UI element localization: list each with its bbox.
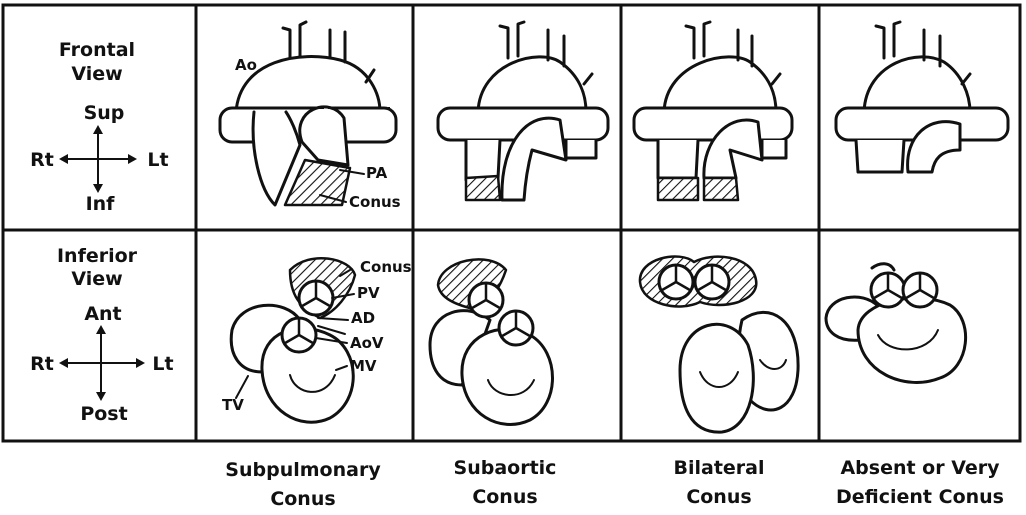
aortic-arch [234, 55, 382, 114]
inferior-bilateral [638, 255, 800, 434]
frontal-axis-up: Sup [84, 102, 125, 124]
frontal-subpulmonary: Ao PA Conus [218, 20, 401, 211]
caption-col4-line2: Deficient Conus [836, 486, 1004, 508]
frontal-subaortic [436, 20, 610, 202]
inferior-axis-right: Lt [152, 353, 173, 375]
inferior-axis-left: Rt [30, 353, 54, 375]
inferior-axis-up: Ant [84, 303, 121, 325]
column-captions: Subpulmonary Conus Subaortic Conus Bilat… [225, 457, 1004, 510]
pulmonary-trunk [298, 105, 350, 167]
caption-col3-line1: Bilateral [673, 457, 764, 479]
frontal-bilateral [632, 20, 794, 202]
aortic-valve [280, 316, 318, 354]
frontal-absent-conus [834, 20, 1010, 174]
caption-col1-line2: Conus [270, 488, 335, 510]
bilateral-conus-hatch-right [702, 176, 740, 202]
inferior-axis-down: Post [80, 403, 127, 425]
inferior-subaortic [428, 258, 554, 426]
arch-branches [281, 20, 376, 84]
frontal-axis-down: Inf [86, 193, 116, 215]
caption-col3-line2: Conus [686, 486, 751, 508]
subpulmonary-conus-hatch [283, 158, 352, 207]
subaortic-conus-hatch [464, 174, 502, 202]
frontal-axis-left: Rt [30, 149, 54, 171]
caption-col2-line1: Subaortic [454, 457, 557, 479]
panel-grid [1, 3, 1022, 443]
frontal-legend: Frontal View Sup Inf Rt Lt [30, 39, 168, 215]
inferior-legend: Inferior View Ant Post Rt Lt [30, 245, 173, 425]
frontal-compass-arrows [59, 125, 137, 193]
pv-label: PV [357, 284, 380, 302]
pulmonary-valve [297, 279, 335, 317]
mv-label: MV [350, 357, 377, 375]
inferior-view-title-line1: Inferior [57, 245, 138, 267]
caption-col2-line2: Conus [472, 486, 537, 508]
caption-col1-line1: Subpulmonary [225, 459, 381, 481]
inferior-subpulmonary: Conus PV AD AoV MV TV [222, 256, 412, 424]
inferior-absent-conus [824, 262, 968, 384]
ao-label: Ao [235, 56, 257, 74]
ad-label: AD [351, 309, 375, 327]
inferior-compass-arrows [59, 325, 145, 401]
aov-label: AoV [350, 334, 384, 352]
caption-col4-line1: Absent or Very [840, 457, 1000, 479]
frontal-axis-right: Lt [147, 149, 168, 171]
aortic-arch [476, 55, 588, 114]
pa-label: PA [366, 164, 388, 182]
aorta-ascending [251, 110, 302, 207]
frontal-view-title-line1: Frontal [59, 39, 135, 61]
bilateral-conus-hatch-left [656, 176, 700, 202]
inferior-view-title-line2: View [71, 268, 122, 290]
tv-label: TV [222, 396, 244, 414]
frontal-view-title-line2: View [71, 63, 122, 85]
conus-label: Conus [349, 193, 401, 211]
inferior-conus-label: Conus [360, 258, 412, 276]
